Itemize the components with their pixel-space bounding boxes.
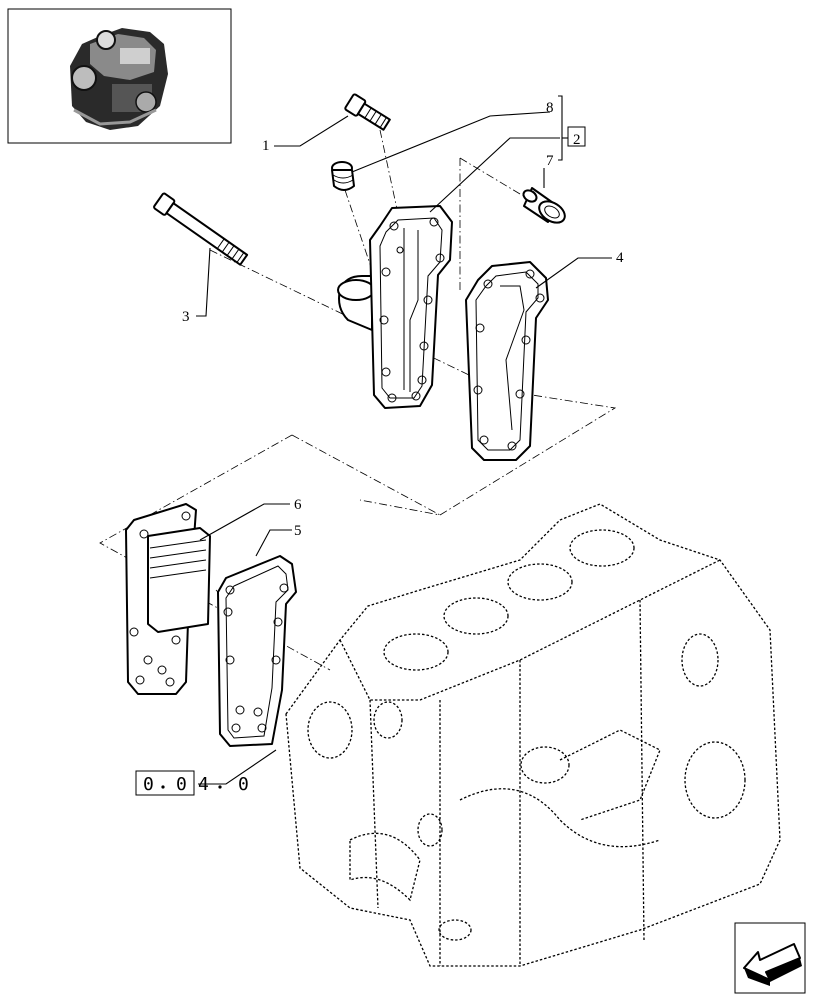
reference-digit-3: 4: [198, 774, 209, 795]
callout-6: 6: [294, 497, 302, 513]
leader-lines: [196, 95, 612, 785]
part-8-threaded-plug: [331, 161, 355, 191]
callout-4: 4: [616, 250, 624, 266]
engine-thumbnail-icon[interactable]: [7, 8, 232, 144]
reference-digit-2: 0: [176, 774, 187, 795]
callout-7: 7: [546, 153, 554, 169]
part-1-short-bolt: [344, 93, 391, 131]
part-6-oil-cooler: [125, 503, 211, 695]
reference-code-box: [135, 770, 195, 796]
housing-bolt-holes: [379, 217, 445, 403]
engine-block-phantom: [285, 503, 781, 967]
callout-8: 8: [546, 100, 554, 116]
callout-2-box: [567, 126, 586, 147]
reference-digit-4: 0: [238, 774, 249, 795]
part-5-cooler-gasket: [217, 555, 297, 747]
part-4-gasket: [465, 261, 549, 461]
callout-labels: 1 2 3 4 5 6 7 8: [182, 100, 624, 539]
callout-1: 1: [262, 138, 270, 154]
section-reference-code: 0 0 4 0: [135, 770, 249, 796]
cylinder-bores: [383, 529, 635, 671]
back-arrow-icon[interactable]: [734, 922, 806, 994]
gasket-bolt-holes: [473, 269, 545, 451]
callout-3: 3: [182, 309, 190, 325]
part-2-filter-housing: [337, 205, 453, 409]
callout-5: 5: [294, 523, 302, 539]
part-7-sleeve: [522, 187, 566, 224]
part-3-long-bolt: [153, 192, 249, 266]
callout-2: 2: [573, 132, 581, 148]
reference-digit-1: 0: [143, 774, 154, 795]
cooler-bolt-holes: [129, 511, 191, 687]
cooler-gasket-bolt-holes: [223, 583, 289, 733]
